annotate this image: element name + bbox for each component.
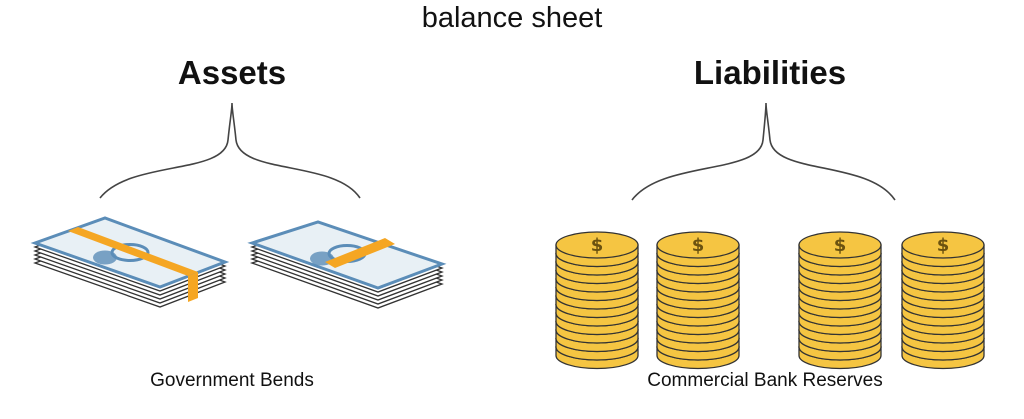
liabilities-brace <box>631 102 896 201</box>
assets-brace <box>99 102 361 199</box>
coin-stack-icon: $ <box>555 231 639 370</box>
diagram-title: balance sheet <box>421 2 603 34</box>
coin-stack-icon: $ <box>901 231 985 370</box>
coin-stack-icon: $ <box>798 231 882 370</box>
coin-stack-icon: $ <box>656 231 740 370</box>
dollar-sign-icon: $ <box>692 235 705 256</box>
dollar-sign-icon: $ <box>591 235 604 256</box>
dollar-sign-icon: $ <box>937 235 950 256</box>
cash-stack-icon <box>30 216 230 308</box>
assets-caption: Government Bends <box>150 370 314 391</box>
cash-stack-icon <box>247 220 447 309</box>
liabilities-caption: Commercial Bank Reserves <box>647 370 883 391</box>
dollar-sign-icon: $ <box>834 235 847 256</box>
liabilities-heading: Liabilities <box>693 54 847 91</box>
assets-heading: Assets <box>177 54 287 91</box>
